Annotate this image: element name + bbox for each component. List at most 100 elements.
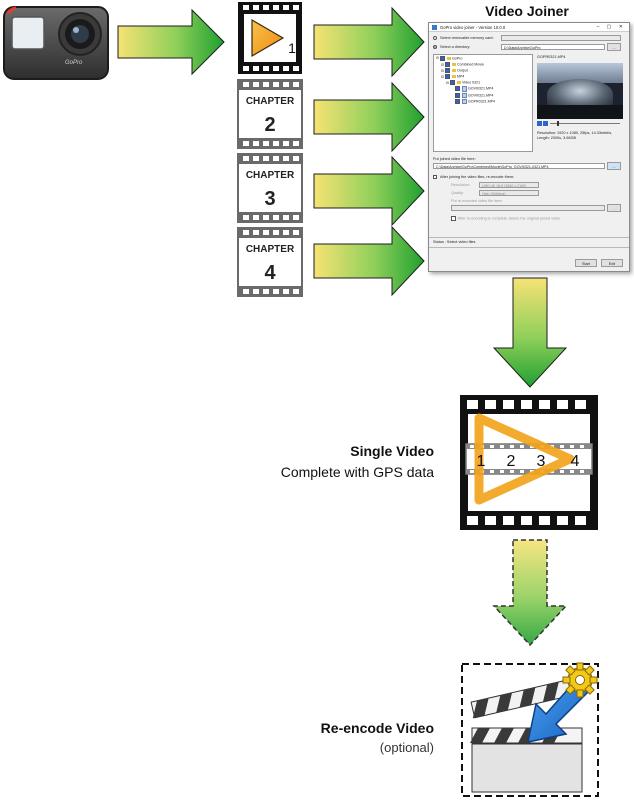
chapter-3-label: CHAPTER <box>246 170 295 181</box>
tree-item-label: GOVI0321.MP4 <box>468 93 494 98</box>
chapter-4-icon: CHAPTER 4 <box>237 227 303 297</box>
reencode-option[interactable]: After joining the video files, re-encode… <box>433 175 514 179</box>
tree-checkbox[interactable] <box>450 80 455 86</box>
chapter-4-label: CHAPTER <box>246 244 295 255</box>
reencode-icon <box>461 662 599 797</box>
quality-label: Quality: <box>451 191 464 195</box>
arrow-optional-reencode <box>492 539 568 647</box>
resolution-select[interactable]: UHD 4K 16:9 (3840 x 2160) <box>479 182 539 188</box>
tree-file-item[interactable]: GOPR0321.MP4 <box>436 98 495 105</box>
output-browse-button[interactable]: ... <box>607 162 621 170</box>
start-button[interactable]: Start <box>575 259 597 267</box>
folder-icon <box>451 63 456 67</box>
browse-button[interactable]: ... <box>607 43 621 51</box>
single-video-icon: 1 2 3 4 <box>460 395 598 530</box>
delete-original-checkbox[interactable] <box>451 216 456 221</box>
reencoded-path-label: Put re-encoded video file here: <box>451 199 503 203</box>
arrow-joiner-to-single-video <box>492 277 568 388</box>
reencoded-path-field[interactable] <box>451 205 605 211</box>
expand-icon[interactable]: ⊟ <box>441 68 444 73</box>
expand-icon[interactable]: ⊟ <box>441 74 444 79</box>
divider <box>429 237 629 238</box>
chapter-2-icon: CHAPTER 2 <box>237 79 303 149</box>
expand-icon[interactable]: ⊟ <box>446 80 449 85</box>
tree-item-label: GOPR0321.MP4 <box>468 99 495 104</box>
memory-card-select[interactable] <box>501 35 621 41</box>
window-title: GoPro video joiner - Version 10.0.0 <box>440 25 506 30</box>
tree-checkbox[interactable] <box>445 74 450 80</box>
exit-button[interactable]: Exit <box>601 259 623 267</box>
reencode-checkbox[interactable] <box>433 175 437 179</box>
tree-folder-item[interactable]: ⊟ MP4 <box>436 74 495 80</box>
directory-option[interactable]: Select a directory: <box>433 45 470 49</box>
reencode-title: Re-encode Video <box>321 720 434 736</box>
video-preview <box>537 63 623 119</box>
file-icon <box>461 92 467 99</box>
single-video-subtitle: Complete with GPS data <box>281 464 435 480</box>
tree-item-label: Output <box>457 68 468 73</box>
folder-icon <box>446 57 451 60</box>
tree-folder-item[interactable]: ⊟ GoPro <box>436 56 495 62</box>
joiner-title: Video Joiner <box>485 3 569 19</box>
arrow-chapter3-to-joiner <box>313 155 425 227</box>
segment-2: 2 <box>507 453 516 470</box>
memory-card-option[interactable]: Select removable memory card: <box>433 36 494 40</box>
expand-icon[interactable]: ⊟ <box>441 62 444 67</box>
file-icon <box>461 98 467 105</box>
output-label: Put joined video file here: <box>433 157 476 161</box>
window-titlebar: GoPro video joiner - Version 10.0.0 – ▢ … <box>429 23 629 32</box>
expand-icon[interactable]: ⊟ <box>436 56 439 61</box>
preview-filename: GOPR0321.MP4 <box>537 55 566 59</box>
divider <box>429 247 629 248</box>
tree-folder-item[interactable]: ⊟Video 0321 <box>436 80 495 86</box>
memory-card-radio[interactable] <box>433 36 437 40</box>
gear-icon <box>562 662 598 698</box>
tree-checkbox[interactable] <box>455 99 460 105</box>
file-tree[interactable]: ⊟ GoPro ⊟ Combined Movie ⊟ Output ⊟ MP4⊟Video 0… <box>433 54 533 152</box>
chapter-2-number: 2 <box>264 114 275 136</box>
tree-folder-item[interactable]: ⊟ Combined Movie <box>436 62 495 68</box>
output-path-field[interactable]: C:\Data\Archive\GoPro\Combined\Movie\GoP… <box>433 163 605 169</box>
tree-checkbox[interactable] <box>455 92 460 98</box>
arrow-chapter4-to-joiner <box>313 225 425 297</box>
chapter-3-number: 3 <box>264 188 275 210</box>
directory-path-field[interactable]: D:\Data\Archive\GoPro <box>501 44 605 50</box>
tree-item-label: Combined Movie <box>457 62 484 67</box>
chapter-3-icon: CHAPTER 3 <box>237 153 303 223</box>
play-outline-icon <box>474 413 575 505</box>
folder-icon <box>451 69 456 73</box>
tree-item-label: GoPro <box>452 56 463 61</box>
directory-radio[interactable] <box>433 45 437 49</box>
reencoded-browse-button[interactable]: ... <box>607 204 621 212</box>
preview-info: Resolution: 1920 x 1080, 25fps, 14.33mbi… <box>537 131 613 140</box>
chapter-4-number: 4 <box>264 262 276 284</box>
file-icon <box>461 86 467 92</box>
reencode-subtitle: (optional) <box>380 740 434 755</box>
tree-checkbox[interactable] <box>445 68 450 74</box>
file-tree-items: ⊟ GoPro ⊟ Combined Movie ⊟ Output ⊟ MP4⊟Video 0… <box>436 56 495 105</box>
delete-original-option[interactable]: After re-encoding is complete, delete th… <box>451 216 560 221</box>
tree-checkbox[interactable] <box>440 56 445 61</box>
tree-item-label: MP4 <box>457 74 465 79</box>
segment-3: 3 <box>537 453 546 470</box>
tree-file-item[interactable]: GOVI0321.MP4 <box>436 92 495 99</box>
tree-checkbox[interactable] <box>445 62 450 68</box>
play-icon <box>251 18 285 58</box>
arrow-camera-to-chapter1 <box>117 8 225 76</box>
segment-1: 1 <box>477 453 486 470</box>
tree-checkbox[interactable] <box>455 86 460 92</box>
single-video-title: Single Video <box>350 443 434 459</box>
playback-controls[interactable] <box>537 121 623 127</box>
segment-4: 4 <box>571 453 580 470</box>
quality-select[interactable]: High (50Mbps) <box>479 190 539 196</box>
status-text: Status : Select video files <box>433 240 476 244</box>
camera-brand: GoPro <box>65 60 83 66</box>
app-icon <box>432 25 437 30</box>
chapter-1-number: 1 <box>288 40 296 56</box>
window-controls[interactable]: – ▢ ✕ <box>596 24 626 30</box>
tree-file-item[interactable]: GOVI0321.MP4 <box>436 86 495 92</box>
video-joiner-window: GoPro video joiner - Version 10.0.0 – ▢ … <box>428 22 630 272</box>
tree-folder-item[interactable]: ⊟ Output <box>436 68 495 74</box>
folder-icon <box>456 81 461 85</box>
